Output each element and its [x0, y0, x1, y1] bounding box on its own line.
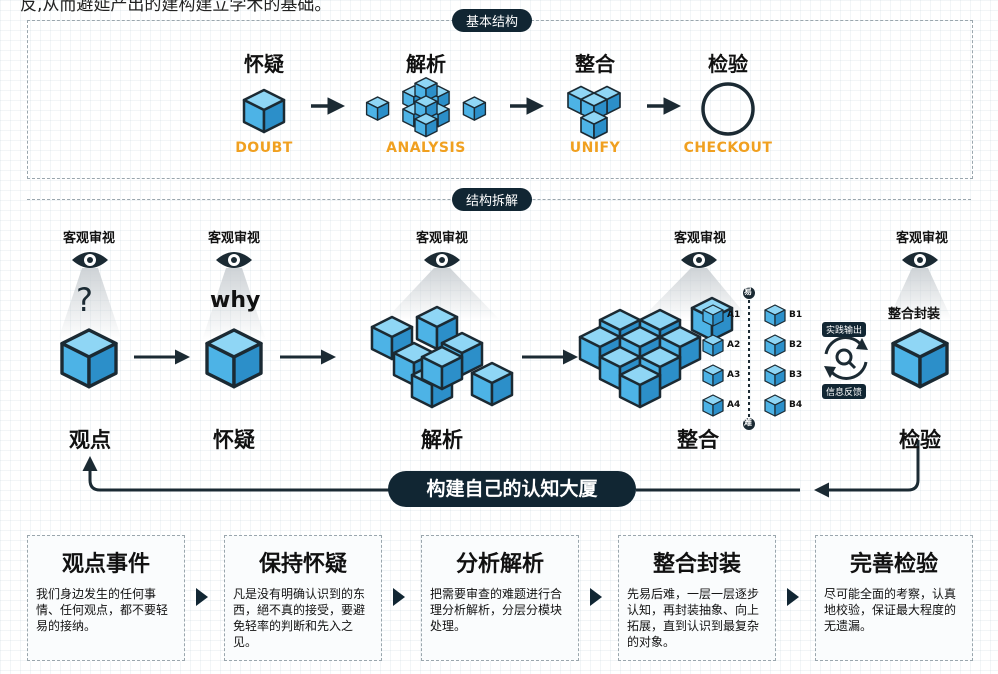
stage-checkout: 检验 — [899, 428, 941, 452]
refresh-search-icon — [824, 336, 868, 380]
card-desc: 尽可能全面的考察，认真地校验，保证最大程度的无遗漏。 — [824, 587, 957, 633]
cube-icon — [205, 328, 263, 389]
step-analysis-en: ANALYSIS — [386, 140, 466, 156]
step-unify-cn: 整合 — [575, 52, 615, 76]
hard-marker: 难 — [744, 418, 752, 427]
card-title: 整合封装 — [652, 552, 741, 577]
question-icon: ? — [76, 281, 93, 319]
a4-label: A4 — [727, 400, 741, 410]
cube-icon — [60, 328, 118, 389]
practice-output-tag: 实践输出 — [822, 322, 867, 337]
card-unify: 整合封装 先易后难，一层一层逐步认知，再封装抽象、向上拓展，直到认识到最复杂的对… — [618, 535, 776, 661]
a3-label: A3 — [727, 370, 741, 380]
breakdown-graphics — [58, 252, 952, 498]
b2-label: B2 — [789, 340, 803, 350]
card-title: 完善检验 — [849, 552, 938, 577]
easy-marker: 易 — [744, 287, 752, 296]
step-doubt-en: DOUBT — [235, 140, 293, 156]
eye-label-3: 客观审视 — [415, 231, 468, 246]
stage-doubt: 怀疑 — [213, 428, 255, 452]
stage-viewpoint: 观点 — [69, 428, 111, 452]
card-checkout: 完善检验 尽可能全面的考察，认真地校验，保证最大程度的无遗漏。 — [815, 535, 973, 661]
card-arrow-icon — [590, 588, 602, 606]
b4-label: B4 — [789, 400, 803, 410]
card-title: 保持怀疑 — [258, 552, 347, 577]
step-checkout-en: CHECKOUT — [683, 140, 773, 156]
b3-label: B3 — [789, 370, 803, 380]
section-label-basic: 基本结构 — [452, 9, 533, 32]
a1-label: A1 — [727, 310, 741, 320]
why-text: why — [210, 288, 261, 313]
step-unify-en: UNIFY — [569, 140, 621, 156]
card-desc: 先易后难，一层一层逐步认知，再封装抽象、向上拓展，直到认识到最复杂的对象。 — [627, 587, 760, 649]
card-title: 分析解析 — [455, 552, 544, 577]
circle-icon — [701, 82, 755, 136]
card-desc: 我们身边发生的任何事情、任何观点，都不要轻易的接纳。 — [36, 587, 169, 633]
cube-icon — [891, 328, 949, 389]
eye-icon — [216, 252, 252, 268]
card-desc: 把需要审查的难题进行合理分析解析，分层分模块处理。 — [430, 587, 563, 633]
eye-icon — [902, 252, 938, 268]
wrap-label: 整合封装 — [888, 307, 941, 322]
eye-label-5: 客观审视 — [895, 231, 948, 246]
eye-icon — [424, 252, 460, 268]
top-cut-text: 反,从而避延产出的建构建立学术的基础。 — [20, 0, 332, 15]
stage-analysis: 解析 — [421, 428, 463, 452]
card-arrow-icon — [393, 588, 405, 606]
card-desc: 凡是没有明确认识到的东西，絕不真的接受，要避免轻率的判断和先入之见。 — [233, 587, 366, 649]
basic-structure-graphics — [242, 77, 755, 140]
card-doubt: 保持怀疑 凡是没有明确认识到的东西，絕不真的接受，要避免轻率的判断和先入之见。 — [224, 535, 382, 661]
card-viewpoint: 观点事件 我们身边发生的任何事情、任何观点，都不要轻易的接纳。 — [27, 535, 185, 661]
card-arrow-icon — [787, 588, 799, 606]
cognition-banner: 构建自己的认知大厦 — [388, 471, 636, 507]
stage-unify: 整合 — [677, 428, 719, 452]
step-analysis-cn: 解析 — [406, 52, 446, 76]
card-analysis: 分析解析 把需要审查的难题进行合理分析解析，分层分模块处理。 — [421, 535, 579, 661]
card-title: 观点事件 — [61, 552, 150, 577]
section-label-breakdown: 结构拆解 — [452, 188, 533, 211]
step-doubt-cn: 怀疑 — [244, 52, 284, 76]
eye-label-1: 客观审视 — [62, 231, 115, 246]
b1-label: B1 — [789, 310, 803, 320]
analysis-cluster-icon — [370, 305, 514, 409]
step-checkout-cn: 检验 — [708, 52, 748, 76]
eye-label-2: 客观审视 — [207, 231, 260, 246]
a2-label: A2 — [727, 340, 741, 350]
unify-cluster-icon — [578, 308, 702, 409]
eye-icon — [681, 252, 717, 268]
eye-icon — [72, 252, 108, 268]
card-arrow-icon — [196, 588, 208, 606]
eye-label-4: 客观审视 — [673, 231, 726, 246]
info-feedback-tag: 信息反馈 — [822, 384, 867, 399]
